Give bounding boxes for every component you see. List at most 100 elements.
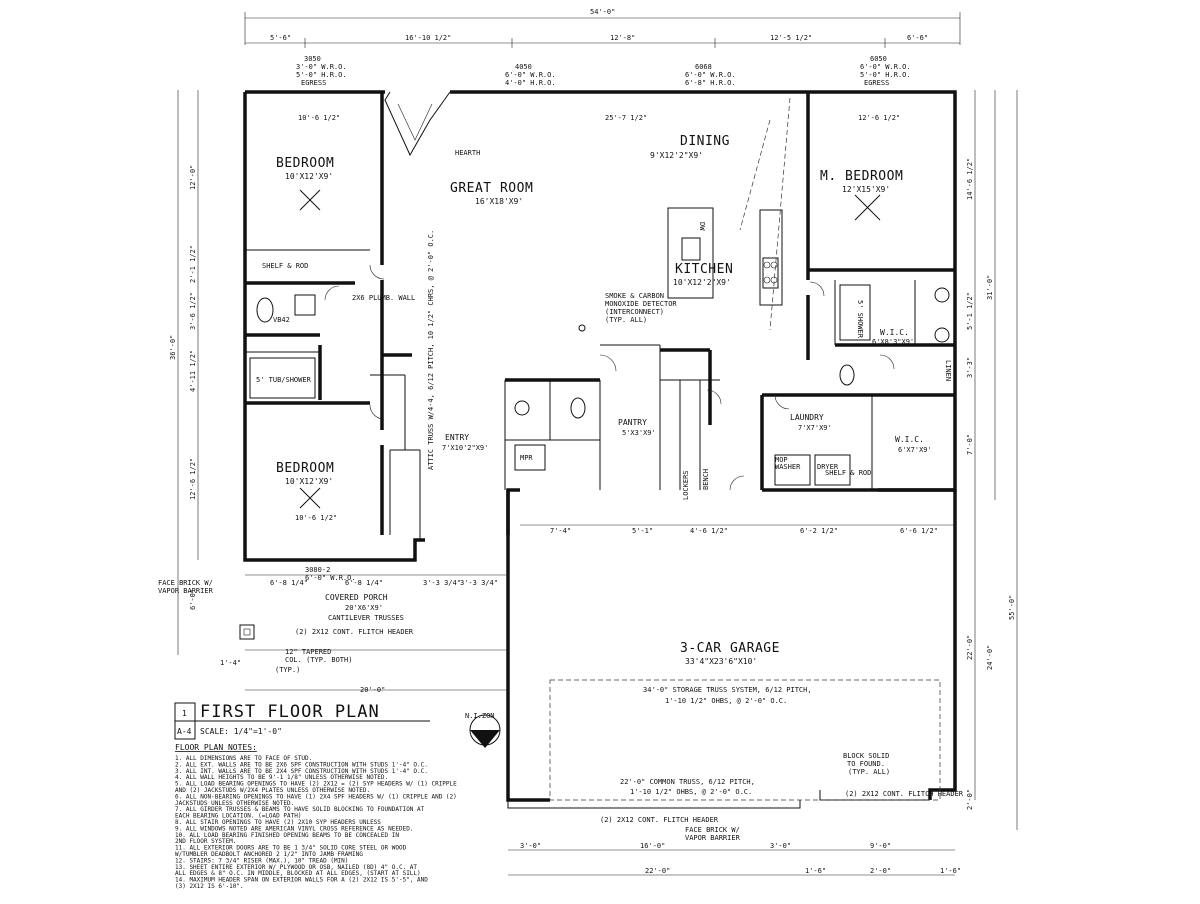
- note-line: ALL EDGES & 8" O.C. IN MIDDLE, BLOCKED A…: [175, 870, 421, 877]
- note-line: 12. STAIRS: 7 3/4" RISER (MAX.), 10" TRE…: [175, 857, 348, 864]
- room-kitchen-name: KITCHEN: [675, 262, 733, 277]
- room-bedroom-1-name: BEDROOM: [276, 156, 334, 171]
- tub-shower-label: 5' TUB/SHOWER: [256, 376, 312, 384]
- room-wic-1-size: 6'X8'3"X9': [872, 338, 914, 346]
- garage-details: 7'-4" 5'-1" 4'-6 1/2" 6'-2 1/2" 6'-6 1/2…: [520, 524, 964, 842]
- column-label-1: 12" TAPERED: [285, 648, 331, 656]
- column-icon-1: [239, 624, 255, 640]
- mop-label: MOP: [775, 456, 788, 464]
- window-2-height: 4'-0" H.R.O.: [505, 79, 556, 87]
- window-4-height: 5'-0" H.R.O.: [860, 71, 911, 79]
- title-block: 1 A-4 FIRST FLOOR PLAN SCALE: 1/4"=1'-0"…: [174, 702, 501, 748]
- room-garage-name: 3-CAR GARAGE: [680, 641, 780, 656]
- dim-right-4: 7'-0": [966, 434, 974, 455]
- note-line: EACH BEARING LOCATION. (=LOAD PATH): [175, 813, 301, 820]
- top-dimensions: 54'-0" 5'-6" 16'-10 1/2" 12'-8" 12'-5 1/…: [244, 8, 961, 48]
- window-3-height: 6'-8" H.R.O.: [685, 79, 736, 87]
- dim-garage-4: 6'-2 1/2": [800, 527, 838, 535]
- linen-label: LINEN: [944, 360, 952, 381]
- dim-garage-1: 7'-4": [550, 527, 571, 535]
- window-2-code: 4050: [515, 63, 532, 71]
- attic-truss-note: ATTIC TRUSS W/4-4, 6/12 PITCH, 10 1/2" C…: [427, 230, 435, 470]
- note-line: 6. ALL NON-BEARING OPENINGS TO HAVE (1) …: [175, 793, 457, 800]
- hearth-label: HEARTH: [455, 149, 480, 157]
- typ-label: (TYP.): [275, 666, 300, 674]
- dim-bottom-1: 3'-0": [520, 842, 541, 850]
- shelf-rod-label: SHELF & ROD: [262, 262, 308, 270]
- dim-bottom-7: 2'-0": [870, 867, 891, 875]
- dim-left-2: 2'-1 1/2": [189, 245, 197, 283]
- column-label-2: COL. (TYP. BOTH): [285, 656, 352, 664]
- storage-truss-note-2: 1'-10 1/2" OHBS, @ 2'-0" O.C.: [665, 697, 787, 705]
- dim-top-seg-4: 12'-5 1/2": [770, 34, 812, 42]
- dim-top-seg-2: 16'-10 1/2": [405, 34, 451, 42]
- room-master-dim: 12'-6 1/2": [858, 114, 900, 122]
- block-solid-label-2: TO FOUND.: [847, 760, 885, 768]
- note-line: 10. ALL LOAD BEARING FINISHED OPENING BE…: [175, 832, 399, 839]
- smoke-detector-icon: [578, 324, 586, 332]
- covered-porch: 6'-8 1/4" 6'-8 1/4" 3'-3 3/4" 3'-3 3/4" …: [158, 566, 508, 694]
- right-dimensions: 14'-6 1/2" 5'-1 1/2" 3'-3" 7'-0" 31'-0" …: [966, 90, 1018, 830]
- shelf-rod-label-2: SHELF & ROD: [825, 469, 871, 477]
- room-porch-size: 20'X6'X9': [345, 604, 383, 612]
- note-line: 2. ALL EXT. WALLS ARE TO BE 2X6 SPF CONS…: [175, 761, 428, 768]
- dim-porch-overall: 20'-0": [360, 686, 385, 694]
- dim-garage-5: 6'-6 1/2": [900, 527, 938, 535]
- window-3-code: 6068: [695, 63, 712, 71]
- master-sink-icon-2: [934, 327, 950, 343]
- room-entry-size: 7'X10'2"X9': [442, 444, 488, 452]
- dim-bottom-2: 16'-0": [640, 842, 665, 850]
- dim-left-3: 3'-6 1/2": [189, 292, 197, 330]
- porch-flitch-header: (2) 2X12 CONT. FLITCH HEADER: [295, 628, 414, 636]
- face-brick-label-1: FACE BRICK W/: [158, 579, 213, 587]
- window-6-width: 6'-0" W.R.O.: [305, 574, 356, 582]
- note-line: 1. ALL DIMENSIONS ARE TO FACE OF STUD.: [175, 755, 312, 762]
- drawing-scale: SCALE: 1/4"=1'-0": [200, 727, 282, 736]
- drawing-title: FIRST FLOOR PLAN: [200, 702, 380, 722]
- plumb-wall-label: 2X6 PLUMB. WALL: [352, 294, 415, 302]
- dim-porch-4: 3'-3 3/4": [460, 579, 498, 587]
- room-wic-2-size: 6'X7'X9': [898, 446, 932, 454]
- bench-label: BENCH: [702, 469, 710, 490]
- dim-right-6: 55'-0": [1008, 595, 1016, 620]
- face-brick-label-2: VAPOR BARRIER: [158, 587, 214, 595]
- left-dimensions: 12'-0" 2'-1 1/2" 3'-6 1/2" 4'-11 1/2" 12…: [169, 90, 199, 655]
- note-line: W/TUMBLER DEADBOLT ANCHORED 2 1/2" INTO …: [175, 851, 363, 858]
- dim-right-8: 24'-0": [986, 645, 994, 670]
- dim-porch-1: 6'-8 1/4": [270, 579, 308, 587]
- block-solid-label-3: (TYP. ALL): [848, 768, 890, 776]
- floor-plan-drawing: 54'-0" 5'-6" 16'-10 1/2" 12'-8" 12'-5 1/…: [158, 8, 1018, 890]
- ceiling-fan-icon-3: [854, 194, 881, 221]
- note-line: (3) 2X12 IS 6'-10".: [175, 883, 244, 890]
- dim-garage-3: 4'-6 1/2": [690, 527, 728, 535]
- dim-right-9: 2'-0": [966, 789, 974, 810]
- room-bedroom-2-size: 10'X12'X9': [285, 477, 333, 486]
- window-4-width: 6'-0" W.R.O.: [860, 63, 911, 71]
- room-labels: BEDROOM 10'X12'X9' 10'-6 1/2" BEDROOM 10…: [276, 114, 932, 666]
- dim-top-seg-1: 5'-6": [270, 34, 291, 42]
- room-pantry-name: PANTRY: [618, 418, 647, 427]
- bottom-dimensions: 3'-0" 16'-0" 3'-0" 9'-0" 22'-0" 1'-6" 2'…: [508, 842, 961, 876]
- room-master-size: 12'X15'X9': [842, 185, 890, 194]
- note-line: 3. ALL INT. WALLS ARE TO BE 2X4 SPF CONS…: [175, 768, 428, 775]
- sheet-ref: A-4: [177, 727, 192, 736]
- dryer-icon: [814, 454, 851, 486]
- dim-right-5: 31'-0": [986, 275, 994, 300]
- sheet-number: 1: [182, 709, 187, 718]
- room-great-room-name: GREAT ROOM: [450, 181, 533, 196]
- dim-right-2: 5'-1 1/2": [966, 292, 974, 330]
- note-line: 8. ALL STAIR OPENINGS TO HAVE (2) 2X10 S…: [175, 819, 381, 826]
- room-porch-note: CANTILEVER TRUSSES: [328, 614, 404, 622]
- dim-bottom-4: 9'-0": [870, 842, 891, 850]
- notes-heading: FLOOR PLAN NOTES:: [175, 743, 257, 752]
- room-bedroom-1-dim: 10'-6 1/2": [298, 114, 340, 122]
- shower-icon: [839, 284, 871, 341]
- window-1-height: 5'-0" H.R.O.: [296, 71, 347, 79]
- smoke-detector-label-4: (TYP. ALL): [605, 316, 647, 324]
- tub-icon: [249, 357, 316, 399]
- note-line: 2ND FLOOR SYSTEM.: [175, 838, 236, 845]
- dim-right-3: 3'-3": [966, 357, 974, 378]
- lockers-label: LOCKERS: [682, 470, 690, 500]
- room-bedroom-2-dim: 10'-6 1/2": [295, 514, 337, 522]
- smoke-detector-label-1: SMOKE & CARBON: [605, 292, 664, 300]
